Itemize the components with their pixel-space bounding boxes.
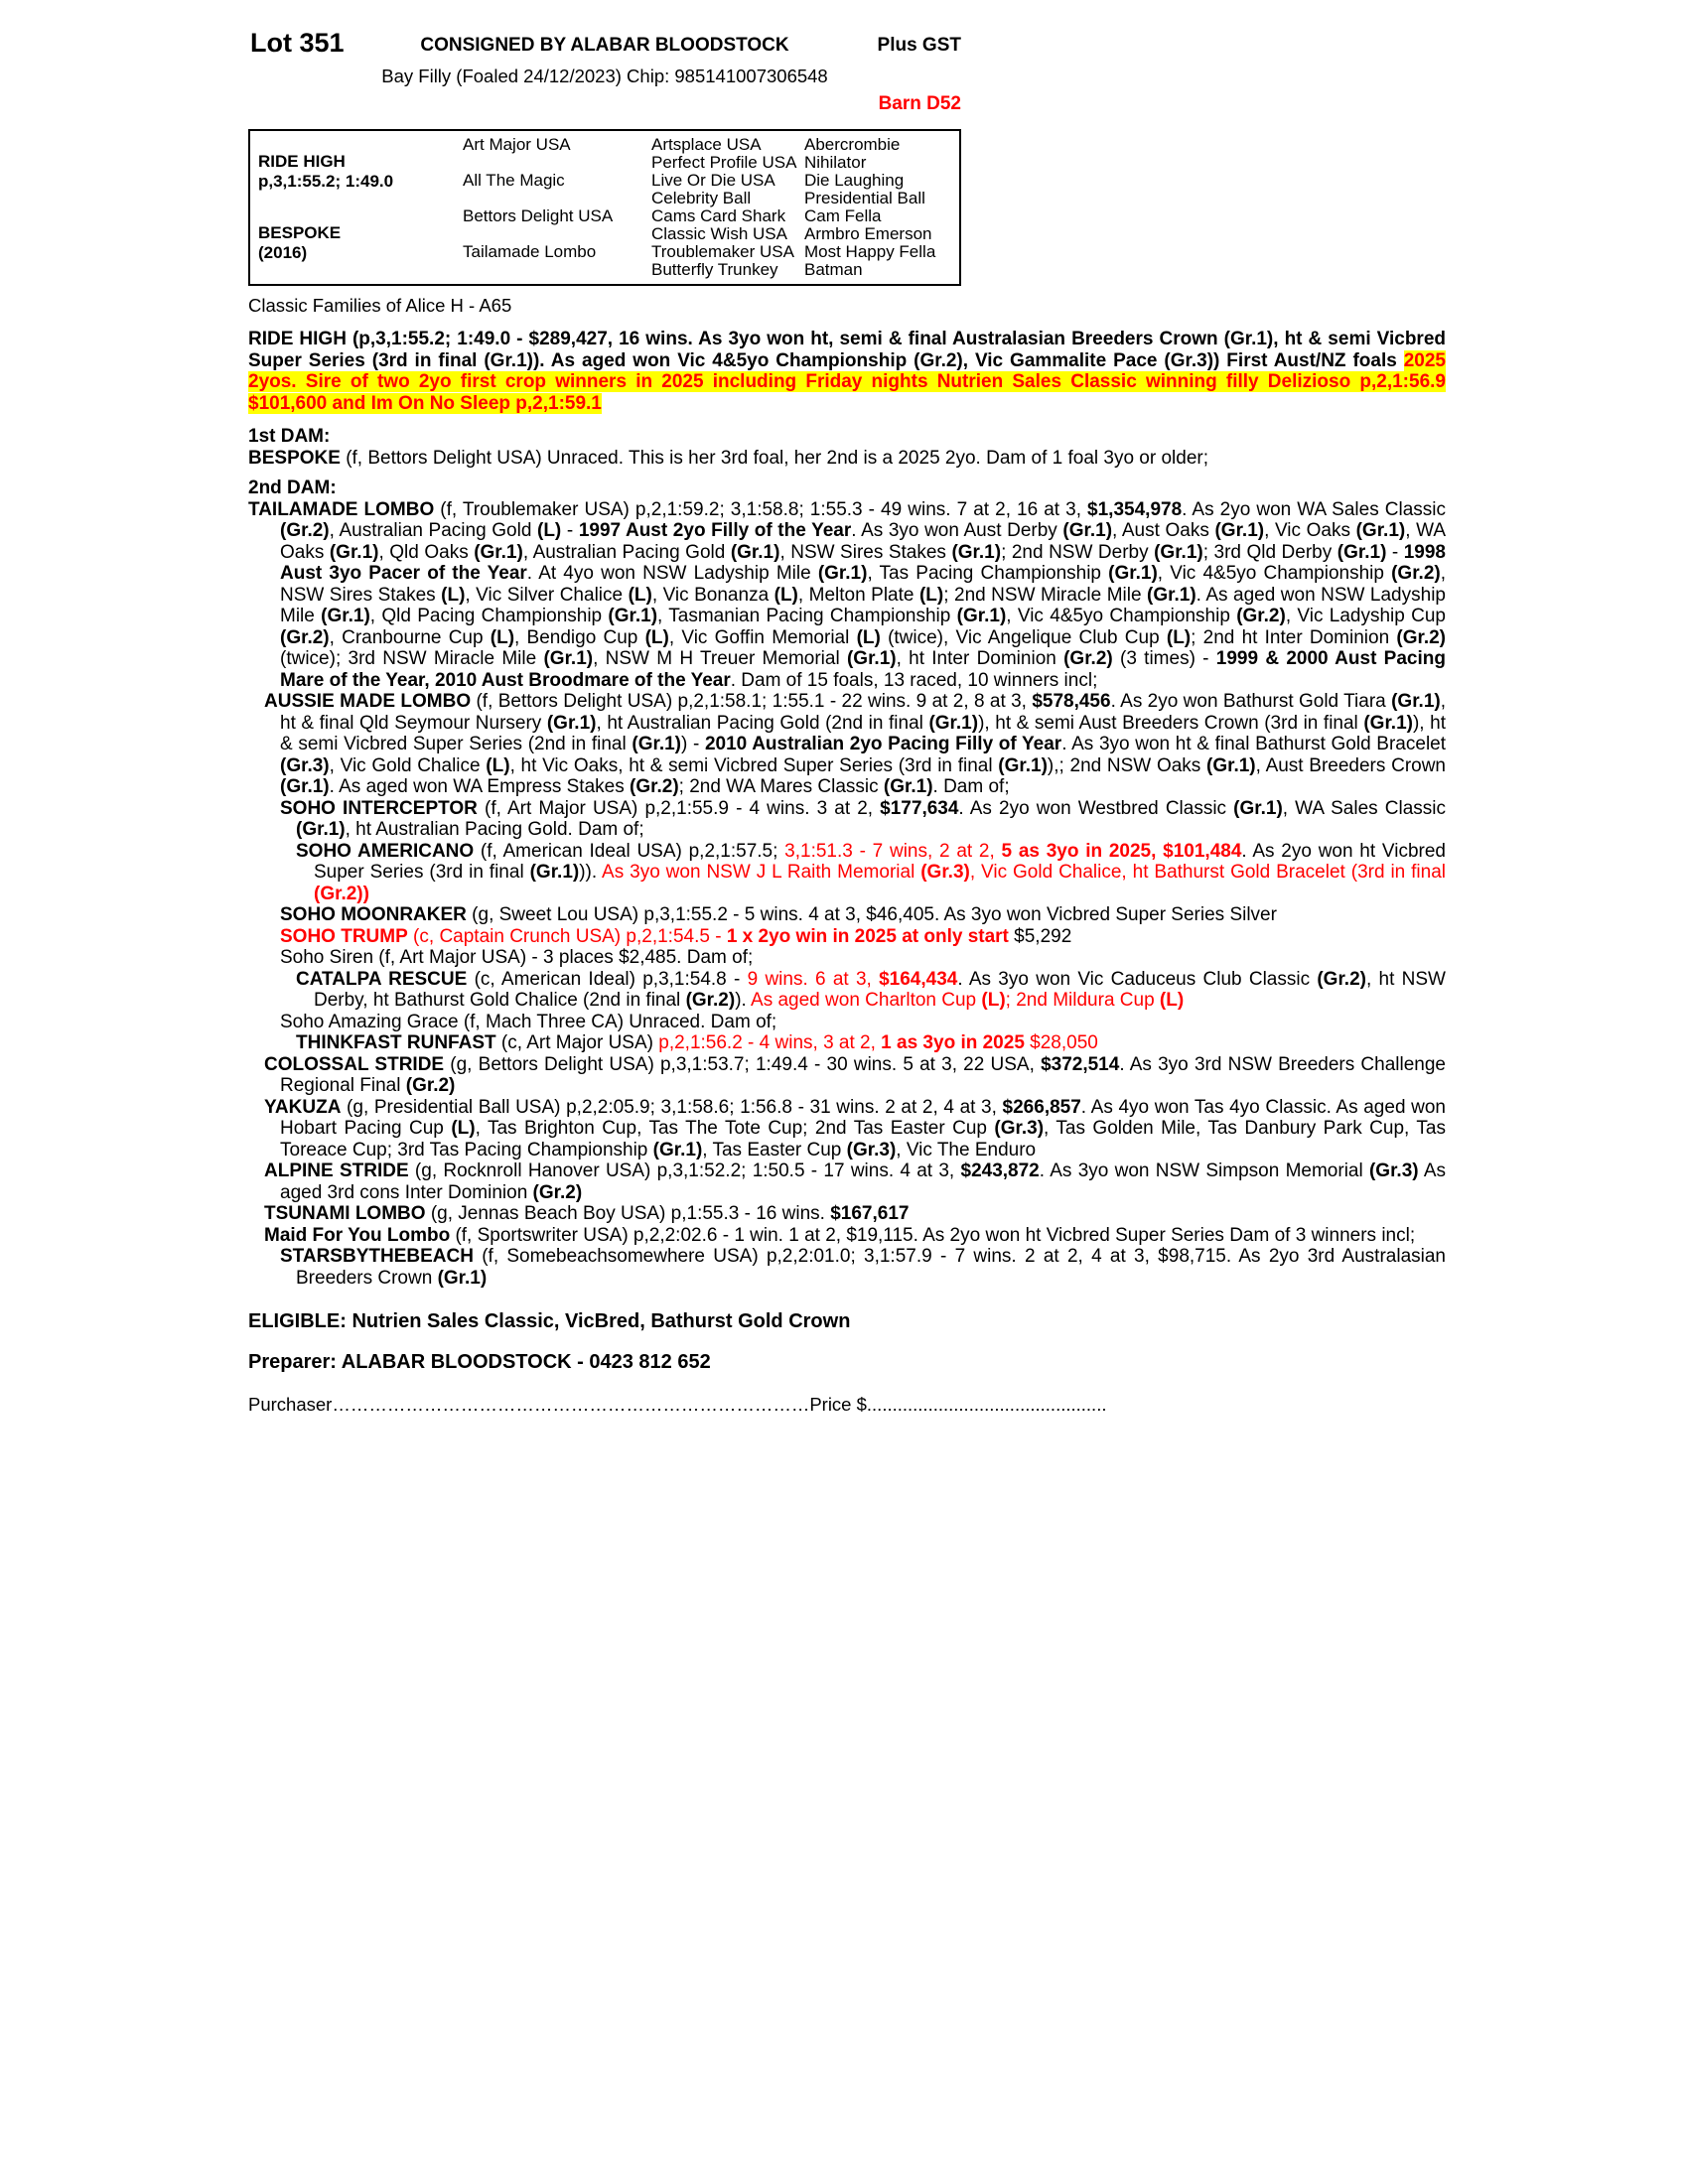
pedigree-gen4-entry: Nihilator: [804, 153, 867, 172]
pedigree-gen3-entry: Butterfly Trunkey: [651, 260, 778, 279]
soho-moonraker-paragraph: SOHO MOONRAKER (g, Sweet Lou USA) p,3,1:…: [280, 904, 1277, 925]
pedigree-gen2-entry: Bettors Delight USA: [463, 206, 614, 225]
soho-trump-paragraph: SOHO TRUMP (c, Captain Crunch USA) p,2,1…: [280, 925, 1072, 947]
second-dam-heading: 2nd DAM:: [248, 477, 337, 498]
soho-siren-paragraph: Soho Siren (f, Art Major USA) - 3 places…: [280, 947, 754, 968]
header: Lot 351 CONSIGNED BY ALABAR BLOODSTOCK P…: [248, 28, 961, 64]
consignor-title: CONSIGNED BY ALABAR BLOODSTOCK: [420, 35, 789, 56]
classic-family-line: Classic Families of Alice H - A65: [248, 295, 512, 316]
tailamade-lombo-paragraph: TAILAMADE LOMBO (f, Troublemaker USA) p,…: [248, 498, 1447, 691]
bespoke-paragraph: BESPOKE (f, Bettors Delight USA) Unraced…: [248, 448, 1208, 469]
pedigree-gen4-entry: Abercrombie: [804, 135, 901, 154]
lot-number: Lot 351: [250, 28, 345, 58]
horse-description: Bay Filly (Foaled 24/12/2023) Chip: 9851…: [381, 66, 828, 86]
colossal-stride-paragraph: COLOSSAL STRIDE (g, Bettors Delight USA)…: [264, 1053, 1446, 1097]
soho-interceptor-paragraph: SOHO INTERCEPTOR (f, Art Major USA) p,2,…: [280, 797, 1446, 841]
pedigree-gen2-entry: Art Major USA: [463, 135, 571, 154]
sire-summary-paragraph: RIDE HIGH (p,3,1:55.2; 1:49.0 - $289,427…: [248, 329, 1446, 414]
dam-cell: BESPOKE (2016): [250, 207, 459, 279]
eligibility-line: ELIGIBLE: Nutrien Sales Classic, VicBred…: [248, 1310, 851, 1332]
plus-gst-label: Plus GST: [877, 35, 961, 56]
sire-record: p,3,1:55.2; 1:49.0: [258, 172, 394, 191]
pedigree-gen4-entry: Most Happy Fella: [804, 242, 936, 261]
catalpa-rescue-paragraph: CATALPA RESCUE (c, American Ideal) p,3,1…: [296, 968, 1446, 1012]
barn-number: Barn D52: [878, 93, 961, 114]
purchaser-price-line: Purchaser……………………………………………………………………Price…: [248, 1394, 1107, 1415]
yakuza-paragraph: YAKUZA (g, Presidential Ball USA) p,2,2:…: [264, 1096, 1446, 1160]
pedigree-gen4-entry: Presidential Ball: [804, 189, 925, 207]
pedigree-gen3-entry: Perfect Profile USA: [651, 153, 797, 172]
sire-name: RIDE HIGH: [258, 152, 346, 171]
starsbythebeach-paragraph: STARSBYTHEBEACH (f, Somebeachsomewhere U…: [280, 1246, 1446, 1289]
pedigree-gen2-entry: All The Magic: [463, 171, 565, 190]
pedigree-gen3-entry: Cams Card Shark: [651, 206, 786, 225]
sire-cell: RIDE HIGH p,3,1:55.2; 1:49.0: [250, 136, 459, 207]
pedigree-gen4-entry: Cam Fella: [804, 206, 882, 225]
pedigree-gen3-entry: Classic Wish USA: [651, 224, 787, 243]
pedigree-gen3-entry: Celebrity Ball: [651, 189, 752, 207]
thinkfast-runfast-paragraph: THINKFAST RUNFAST (c, Art Major USA) p,2…: [296, 1032, 1098, 1053]
pedigree-gen3-entry: Live Or Die USA: [651, 171, 775, 190]
document-body: Lot 351 CONSIGNED BY ALABAR BLOODSTOCK P…: [248, 28, 1446, 1416]
first-dam-heading: 1st DAM:: [248, 426, 331, 447]
soho-americano-paragraph: SOHO AMERICANO (f, American Ideal USA) p…: [296, 840, 1447, 904]
tsunami-lombo-paragraph: TSUNAMI LOMBO (g, Jennas Beach Boy USA) …: [264, 1203, 910, 1224]
pedigree-gen3-entry: Artsplace USA: [651, 135, 762, 154]
dam-name: BESPOKE: [258, 223, 342, 242]
dam-foaled-year: (2016): [258, 243, 308, 262]
aussie-made-lombo-paragraph: AUSSIE MADE LOMBO (f, Bettors Delight US…: [264, 691, 1447, 797]
pedigree-gen4-entry: Batman: [804, 260, 863, 279]
pedigree-gen4-entry: Armbro Emerson: [804, 224, 932, 243]
pedigree-table: RIDE HIGH p,3,1:55.2; 1:49.0 BESPOKE (20…: [248, 129, 961, 286]
pedigree-gen4-entry: Die Laughing: [804, 171, 905, 190]
pedigree-gen3-entry: Troublemaker USA: [651, 242, 794, 261]
alpine-stride-paragraph: ALPINE STRIDE (g, Rocknroll Hanover USA)…: [264, 1160, 1447, 1203]
preparer-line: Preparer: ALABAR BLOODSTOCK - 0423 812 6…: [248, 1351, 711, 1373]
pedigree-gen2-entry: Tailamade Lombo: [463, 242, 597, 261]
maid-for-you-lombo-paragraph: Maid For You Lombo (f, Sportswriter USA)…: [264, 1224, 1416, 1246]
soho-amazing-grace-paragraph: Soho Amazing Grace (f, Mach Three CA) Un…: [280, 1011, 777, 1032]
